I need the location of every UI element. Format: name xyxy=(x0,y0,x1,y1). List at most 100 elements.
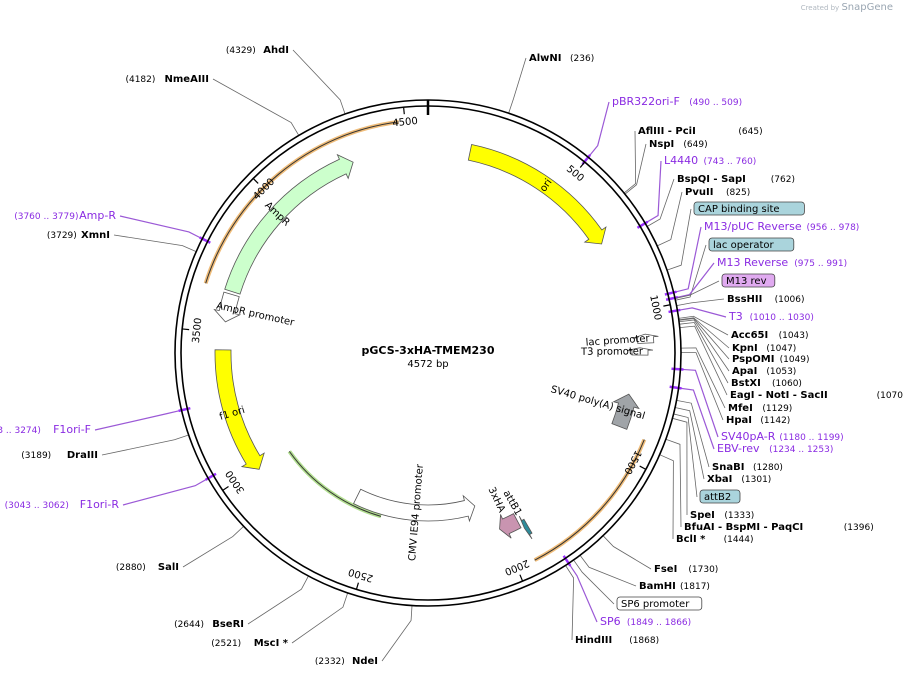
feature-cmv-ie94-promoter[interactable] xyxy=(353,488,476,523)
site-label-ndei[interactable]: NdeI(2332) xyxy=(315,656,378,667)
site-label-mfei[interactable]: MfeI(1129) xyxy=(728,403,792,414)
orf-arcs xyxy=(203,119,647,562)
site-label-m13-rev[interactable]: M13 rev xyxy=(721,273,776,288)
label-box xyxy=(693,201,805,216)
leader-lac-operator xyxy=(675,244,707,301)
site-label-ebv-rev[interactable]: EBV-rev(1234 .. 1253) xyxy=(717,442,833,455)
leader-mfei xyxy=(680,347,726,409)
site-position: (645) xyxy=(738,127,762,137)
snapgene-logo-text: SnapGene xyxy=(841,2,893,13)
site-label-sali[interactable]: SalI(2880) xyxy=(116,562,179,573)
site-position: (975 .. 991) xyxy=(794,259,847,269)
tick-mark xyxy=(355,582,360,590)
primer-mark xyxy=(562,555,572,567)
tick-label: 3000 xyxy=(224,468,247,495)
leader-bamhi xyxy=(579,555,637,587)
site-label-sv40pa-r[interactable]: SV40pA-R(1180 .. 1199) xyxy=(721,430,844,443)
site-label-ahdi[interactable]: AhdI(4329) xyxy=(226,45,289,56)
leader-l4440 xyxy=(644,160,662,224)
site-label-bseri[interactable]: BseRI(2644) xyxy=(174,619,244,630)
site-label-sp6[interactable]: SP6(1849 .. 1866) xyxy=(600,615,691,628)
site-name: AhdI xyxy=(263,45,289,56)
primer-mark xyxy=(665,295,679,301)
site-name: SpeI xyxy=(690,510,715,521)
orf-arc xyxy=(203,119,399,284)
tick-label: 1000 xyxy=(647,294,663,321)
feature-3xha[interactable] xyxy=(499,513,522,539)
site-label-cap-binding-site[interactable]: CAP binding site xyxy=(693,201,805,216)
site-position: (1142) xyxy=(760,416,790,426)
primer-mark xyxy=(178,406,191,413)
site-label-bspqi-sapi[interactable]: BspQI - SapI(762) xyxy=(677,174,795,185)
feature-sv40-poly-a-signal[interactable] xyxy=(611,393,640,430)
site-label-eagi-noti-sacii[interactable]: EagI - NotI - SacII(1070) xyxy=(730,390,903,401)
site-label-hpai[interactable]: HpaI(1142) xyxy=(726,415,790,426)
leader-sp6-promoter xyxy=(573,559,615,605)
site-name: XbaI xyxy=(707,474,732,485)
feature-lac-promoter[interactable] xyxy=(632,333,659,344)
site-label-draiii[interactable]: DraIII(3189) xyxy=(21,450,98,461)
tick-mark xyxy=(663,304,671,307)
site-position: (1010 .. 1030) xyxy=(750,313,814,323)
site-label-bfuai-bspmi-paqci[interactable]: BfuAI - BspMI - PaqCI(1396) xyxy=(684,522,874,533)
feature-ampr[interactable] xyxy=(224,153,354,295)
site-position: (1234 .. 1253) xyxy=(769,445,833,455)
site-label-apai[interactable]: ApaI(1053) xyxy=(732,366,796,377)
feature-ampr-promoter[interactable] xyxy=(213,291,242,323)
site-label-acc65i[interactable]: Acc65I(1043) xyxy=(731,330,809,341)
site-name: L4440 xyxy=(664,154,698,167)
leader-nmeaiii xyxy=(212,78,300,136)
site-name: BseRI xyxy=(212,619,244,630)
feature-f1-ori[interactable] xyxy=(214,349,265,470)
label-box-text: SP6 promoter xyxy=(621,599,690,610)
site-label-f1ori-f[interactable]: F1ori-F(3253 .. 3274) xyxy=(0,423,91,436)
site-label-m13-puc-reverse[interactable]: M13/pUC Reverse(956 .. 978) xyxy=(704,220,859,233)
site-label-alwni[interactable]: AlwNI(236) xyxy=(529,53,594,64)
site-label-spei[interactable]: SpeI(1333) xyxy=(690,510,754,521)
site-label-bamhi[interactable]: BamHI(1817) xyxy=(639,581,710,592)
site-label-xmni[interactable]: XmnI(3729) xyxy=(47,230,110,241)
site-label-l4440[interactable]: L4440 (743 .. 760) xyxy=(664,154,756,167)
site-label-m13-reverse[interactable]: M13 Reverse(975 .. 991) xyxy=(717,256,847,269)
site-label-f1ori-r[interactable]: F1ori-R(3043 .. 3062) xyxy=(5,498,120,511)
leader-bstxi xyxy=(679,322,729,384)
site-position: (649) xyxy=(683,140,707,150)
site-label-amp-r[interactable]: Amp-R(3760 .. 3779) xyxy=(14,209,116,222)
feature-t3-promoter[interactable] xyxy=(626,347,654,356)
site-label-bstxi[interactable]: BstXI(1060) xyxy=(731,378,802,389)
site-label-snabi[interactable]: SnaBI(1280) xyxy=(712,462,783,473)
site-label-afliii-pcii[interactable]: AflIII - PciI(645) xyxy=(638,126,763,137)
site-label-pbr322ori-f[interactable]: pBR322ori-F(490 .. 509) xyxy=(612,95,742,108)
site-label-pspomi[interactable]: PspOMI(1049) xyxy=(732,354,810,365)
site-label-lac-operator[interactable]: lac operator xyxy=(708,237,795,252)
primer-mark xyxy=(669,385,682,390)
site-label-fsei[interactable]: FseI(1730) xyxy=(654,564,718,575)
site-label-bsshii[interactable]: BssHII(1006) xyxy=(727,294,805,305)
site-label-bcli[interactable]: BclI *(1444) xyxy=(676,534,754,545)
feature-attb1[interactable] xyxy=(518,515,533,540)
site-position: (743 .. 760) xyxy=(704,157,757,167)
site-label-nspi[interactable]: NspI(649) xyxy=(649,139,708,150)
site-position: (2521) xyxy=(211,639,241,649)
site-name: Acc65I xyxy=(731,330,768,341)
site-label-xbai[interactable]: XbaI(1301) xyxy=(707,474,771,485)
site-name: F1ori-F xyxy=(53,423,91,436)
site-label-t3[interactable]: T3(1010 .. 1030) xyxy=(728,310,814,323)
site-label-hindiii[interactable]: HindIII(1868) xyxy=(575,635,659,646)
site-label-kpni[interactable]: KpnI(1047) xyxy=(732,343,796,354)
site-label-sp6-promoter[interactable]: SP6 promoter xyxy=(616,596,703,611)
site-label-attb2[interactable]: attB2 xyxy=(699,489,741,504)
site-label-nmeaiii[interactable]: NmeAIII(4182) xyxy=(125,74,209,85)
primer-mark xyxy=(668,308,681,314)
site-label-pvuii[interactable]: PvuII(825) xyxy=(685,187,750,198)
site-label-msci[interactable]: MscI *(2521) xyxy=(211,638,289,649)
feature-ori[interactable] xyxy=(467,144,607,245)
site-name: NdeI xyxy=(352,656,378,667)
leader-afliii-pcii xyxy=(623,130,637,194)
site-name: SP6 xyxy=(600,615,621,628)
feature-label-3xha: 3xHA xyxy=(486,486,507,515)
site-position: (1053) xyxy=(766,367,796,377)
leader-bcli xyxy=(659,454,674,540)
leader-f1ori-r xyxy=(122,477,209,506)
site-name: SV40pA-R xyxy=(721,430,776,443)
